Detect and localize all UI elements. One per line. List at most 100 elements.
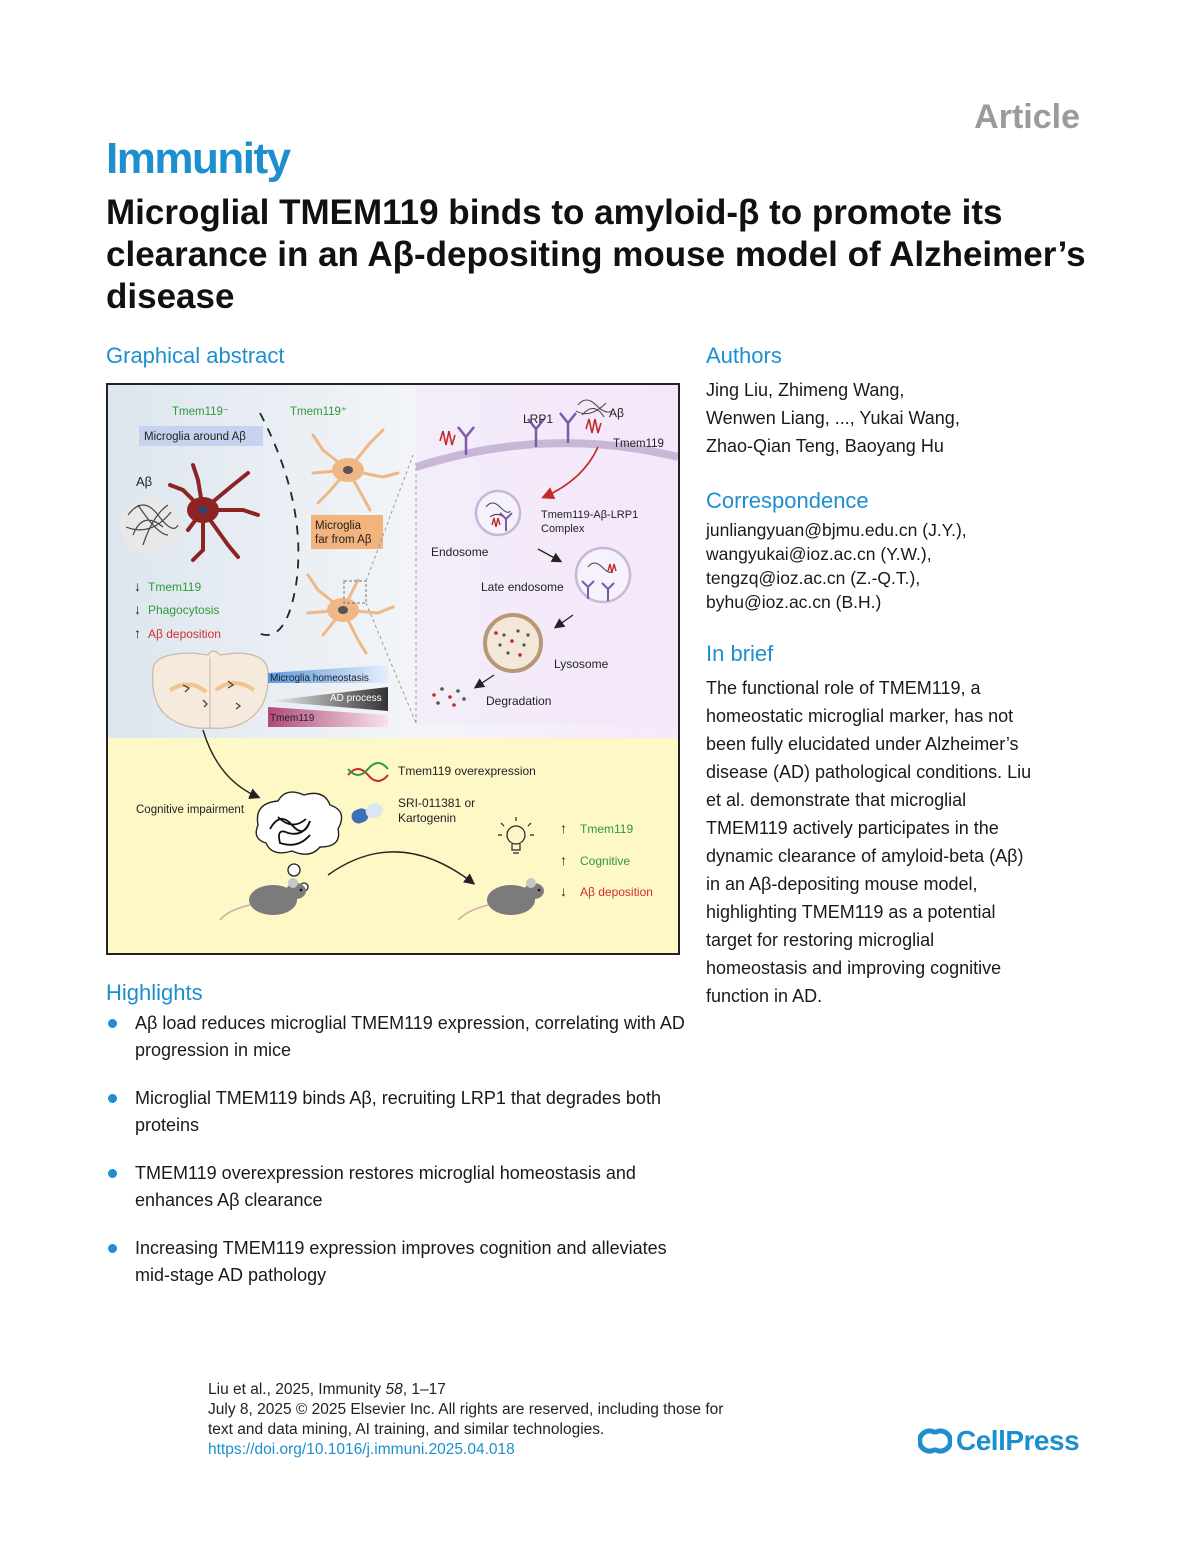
correspondence-heading: Correspondence bbox=[706, 488, 869, 513]
in-brief-line: been fully elucidated under Alzheimer’s bbox=[706, 734, 1019, 754]
bullet-icon bbox=[108, 1019, 117, 1028]
cellpress-wordmark: CellPress bbox=[956, 1425, 1080, 1456]
in-brief-line: homeostatic microglial marker, has not bbox=[706, 706, 1014, 726]
label-abeta: Aβ bbox=[136, 474, 152, 489]
highlights-heading: Highlights bbox=[106, 980, 203, 1005]
in-brief-heading: In brief bbox=[706, 641, 774, 666]
endosome-icon bbox=[474, 489, 522, 537]
article-type-label: Article bbox=[974, 98, 1080, 136]
homeostatic-microglia-icon-2 bbox=[306, 573, 395, 655]
highlight-text: Microglial TMEM119 binds Aβ, recruiting … bbox=[135, 1088, 661, 1135]
citation-pages: , 1–17 bbox=[402, 1381, 446, 1398]
author-line-2[interactable]: Wenwen Liang, ..., Yukai Wang, bbox=[706, 408, 960, 428]
highlight-item: TMEM119 overexpression restores microgli… bbox=[106, 1160, 696, 1214]
in-brief-line: target for restoring microglial bbox=[706, 930, 935, 950]
microglia-far-box bbox=[311, 515, 383, 549]
receptor-icons bbox=[457, 412, 577, 455]
label-tmem119-neg: Tmem119⁻ bbox=[172, 406, 229, 418]
svg-text:↑: ↑ bbox=[560, 852, 567, 868]
label-degradation: Degradation bbox=[486, 694, 551, 708]
label-tmem119-pos: Tmem119⁺ bbox=[290, 406, 347, 418]
separator-curve bbox=[257, 412, 300, 636]
label-up-tmem119: Tmem119 bbox=[580, 822, 633, 836]
tmem119-helix-icons bbox=[439, 418, 602, 446]
degradation-particles-icon bbox=[432, 687, 466, 707]
email-link[interactable]: tengzq@ioz.ac.cn (Z.-Q.T.), bbox=[706, 568, 921, 588]
in-brief-line: dynamic clearance of amyloid-beta (Aβ) bbox=[706, 846, 1024, 866]
in-brief-line: homeostasis and improving cognitive bbox=[706, 958, 1002, 978]
label-lrp1: LRP1 bbox=[523, 412, 553, 426]
highlight-text: Aβ load reduces microglial TMEM119 expre… bbox=[135, 1013, 685, 1060]
in-brief-line: et al. demonstrate that microglial bbox=[706, 790, 967, 810]
mouse-impaired-icon bbox=[219, 878, 306, 921]
svg-text:↓: ↓ bbox=[134, 578, 141, 594]
highlights-list: Aβ load reduces microglial TMEM119 expre… bbox=[106, 1010, 696, 1310]
tmem119-bar bbox=[268, 707, 388, 727]
label-drug-1: SRI-011381 or bbox=[398, 796, 475, 810]
author-line-1[interactable]: Jing Liu, Zhimeng Wang, bbox=[706, 380, 905, 400]
bullet-icon bbox=[108, 1094, 117, 1103]
label-microglia-around: Microglia around Aβ bbox=[144, 431, 246, 443]
abeta-fibril-icon bbox=[575, 399, 613, 418]
doi-link[interactable]: https://doi.org/10.1016/j.immuni.2025.04… bbox=[208, 1441, 515, 1458]
article-title: Microglial TMEM119 binds to amyloid-β to… bbox=[106, 193, 1086, 316]
label-cognitive-impairment: Cognitive impairment bbox=[136, 804, 245, 816]
email-link[interactable]: wangyukai@ioz.ac.cn (Y.W.), bbox=[706, 544, 932, 564]
label-tmem119-bar: Tmem119 bbox=[270, 713, 315, 724]
internalization-arrow bbox=[541, 446, 599, 500]
label-down-phagocytosis: Phagocytosis bbox=[148, 603, 219, 617]
highlight-text: TMEM119 overexpression restores microgli… bbox=[135, 1163, 636, 1210]
label-complex-2: Complex bbox=[541, 523, 585, 535]
correspondence-list: junliangyuan@bjmu.edu.cn (J.Y.), wangyuk… bbox=[706, 518, 967, 614]
late-endosome-icon bbox=[574, 546, 632, 604]
graphical-abstract-heading: Graphical abstract bbox=[106, 343, 285, 368]
bullet-icon bbox=[108, 1169, 117, 1178]
svg-text:↑: ↑ bbox=[560, 820, 567, 836]
rights-line-1: July 8, 2025 © 2025 Elsevier Inc. All ri… bbox=[208, 1401, 724, 1418]
journal-logo[interactable]: Immunity bbox=[106, 134, 291, 183]
label-homeostasis: Microglia homeostasis bbox=[270, 673, 369, 684]
author-line-3[interactable]: Zhao-Qian Teng, Baoyang Hu bbox=[706, 436, 944, 456]
lysosome-icon bbox=[483, 613, 543, 673]
highlight-item: Microglial TMEM119 binds Aβ, recruiting … bbox=[106, 1085, 696, 1139]
citation-prefix: Liu et al., 2025, Immunity bbox=[208, 1381, 386, 1398]
cellpress-mark-icon bbox=[918, 1428, 952, 1454]
mouse-recovered-icon bbox=[457, 878, 544, 921]
label-late-endosome: Late endosome bbox=[481, 580, 564, 594]
cell-membrane bbox=[414, 439, 678, 471]
in-brief-line: in an Aβ-depositing mouse model, bbox=[706, 874, 978, 894]
activated-microglia-icon bbox=[168, 463, 260, 562]
label-abeta-membrane: Aβ bbox=[609, 406, 624, 420]
ad-process-bar bbox=[268, 687, 388, 711]
email-link[interactable]: junliangyuan@bjmu.edu.cn (J.Y.), bbox=[706, 520, 967, 540]
bullet-icon bbox=[108, 1244, 117, 1253]
highlight-text: Increasing TMEM119 expression improves c… bbox=[135, 1238, 667, 1285]
graphical-abstract-figure: Tmem119⁻ Tmem119⁺ Microglia around Aβ Aβ… bbox=[106, 383, 680, 955]
abeta-plaque-icon bbox=[120, 497, 180, 553]
label-overexpression: Tmem119 overexpression bbox=[398, 764, 536, 778]
highlight-item: Aβ load reduces microglial TMEM119 expre… bbox=[106, 1010, 696, 1064]
microglia-around-box bbox=[139, 426, 263, 446]
email-link[interactable]: byhu@ioz.ac.cn (B.H.) bbox=[706, 592, 882, 612]
svg-text:↓: ↓ bbox=[560, 883, 567, 899]
in-brief-line: disease (AD) pathological conditions. Li… bbox=[706, 762, 1032, 782]
label-microglia-far-1: Microglia bbox=[315, 520, 362, 532]
label-down-tmem119: Tmem119 bbox=[148, 580, 201, 594]
citation-footer: Liu et al., 2025, Immunity 58, 1–17 July… bbox=[208, 1380, 723, 1460]
homeostasis-bar bbox=[268, 665, 388, 683]
label-up-cognitive: Cognitive bbox=[580, 854, 630, 868]
treatment-arrow bbox=[327, 851, 476, 885]
label-endosome: Endosome bbox=[431, 545, 489, 559]
label-drug-2: Kartogenin bbox=[398, 811, 456, 825]
lightbulb-icon bbox=[498, 817, 534, 854]
homeostatic-microglia-icon-1 bbox=[311, 428, 400, 512]
in-brief-line: highlighting TMEM119 as a potential bbox=[706, 902, 996, 922]
label-down-abeta-deposition: Aβ deposition bbox=[580, 885, 653, 899]
cellpress-logo[interactable]: CellPress bbox=[918, 1425, 1080, 1457]
rights-line-2: text and data mining, AI training, and s… bbox=[208, 1421, 605, 1438]
label-ad-process: AD process bbox=[330, 693, 382, 704]
svg-text:↑: ↑ bbox=[134, 625, 141, 641]
bottom-panel-bg bbox=[108, 738, 678, 953]
svg-text:↓: ↓ bbox=[134, 601, 141, 617]
citation-line: Liu et al., 2025, Immunity 58, 1–17 bbox=[208, 1380, 723, 1400]
